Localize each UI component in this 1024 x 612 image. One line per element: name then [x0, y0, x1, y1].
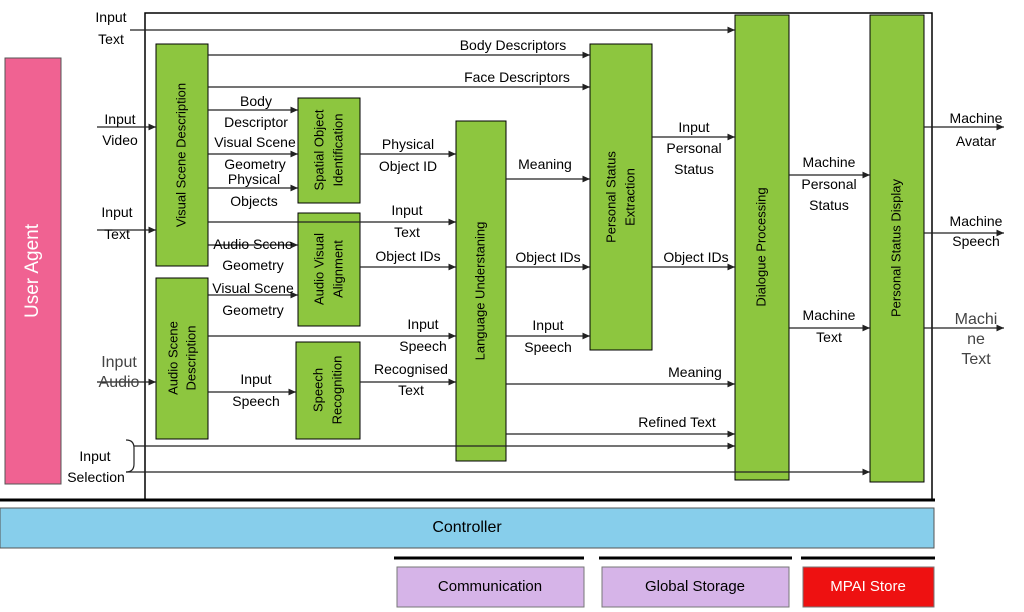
- signal-audio-scene-geometry-line1: Audio Scene: [213, 236, 293, 252]
- signal-input-text-lu-line2: Text: [394, 224, 420, 240]
- input-text-top-line2: Text: [98, 31, 124, 47]
- output-text-line1: Machi: [955, 311, 998, 328]
- signal-input-personal-status-line2: Personal: [666, 140, 721, 156]
- controller-label: Controller: [432, 519, 502, 536]
- controller-block: Controller: [0, 507, 935, 549]
- signal-physical-objects-line1: Physical: [228, 171, 280, 187]
- input-selection-line2: Selection: [67, 469, 125, 485]
- service-label: Global Storage: [645, 578, 745, 595]
- signal-input-personal-status-line3: Status: [674, 161, 714, 177]
- output-labels: Machine Avatar Machine Speech Machi ne T…: [950, 110, 1003, 368]
- signal-meaning-1: Meaning: [518, 156, 572, 172]
- signal-object-ids-2: Object IDs: [515, 249, 580, 265]
- signal-input-text-lu-line1: Input: [391, 202, 422, 218]
- module-speech-recognition: Speech Recognition: [295, 341, 361, 440]
- input-text-mid-line2: Text: [104, 226, 130, 242]
- output-speech-line1: Machine: [950, 213, 1003, 229]
- service-global-storage: Global Storage: [601, 566, 790, 608]
- module-label: Personal Status Display: [888, 178, 903, 317]
- signal-machine-personal-status-line3: Status: [809, 197, 849, 213]
- module-label: Audio Visual: [311, 233, 326, 305]
- input-text-mid-line1: Input: [101, 204, 132, 220]
- signal-input-speech-3-line2: Speech: [524, 339, 571, 355]
- connection-lines: [97, 26, 1004, 476]
- signal-input-speech-3-line1: Input: [532, 317, 563, 333]
- output-avatar-line1: Machine: [950, 110, 1003, 126]
- module-label: Speech: [310, 368, 325, 412]
- signal-input-speech-1-line2: Speech: [232, 393, 279, 409]
- user-agent-box: [4, 57, 62, 485]
- module-audio-visual-alignment: Audio Visual Alignment: [297, 212, 361, 327]
- signal-recognised-text-line1: Recognised: [374, 361, 448, 377]
- output-avatar-line2: Avatar: [956, 133, 997, 149]
- signal-refined-text: Refined Text: [638, 414, 716, 430]
- service-label: Communication: [438, 578, 542, 595]
- output-text-line3: Text: [961, 351, 991, 368]
- service-communication: Communication: [396, 566, 585, 608]
- signal-vs-geometry-2-line2: Geometry: [222, 302, 283, 318]
- input-labels: Input Text Input Video Input Text Input …: [67, 9, 139, 485]
- module-label: Visual Scene Description: [173, 83, 188, 227]
- signal-machine-text-mid-line1: Machine: [803, 307, 856, 323]
- controller-box: [0, 507, 935, 549]
- signal-object-ids-3: Object IDs: [663, 249, 728, 265]
- module-label: Identification: [330, 114, 345, 187]
- signal-face-descriptors: Face Descriptors: [464, 69, 570, 85]
- signal-vs-geometry-1-line2: Geometry: [224, 156, 285, 172]
- module-visual-scene-description: Visual Scene Description: [155, 43, 209, 267]
- module-audio-scene-description: Audio Scene Description: [155, 277, 209, 440]
- service-mpai-store: MPAI Store: [802, 566, 935, 608]
- module-label: Dialogue Processing: [753, 187, 768, 306]
- module-label: Spatial Object: [311, 109, 326, 190]
- output-speech-line2: Speech: [952, 233, 999, 249]
- input-video-line2: Video: [102, 132, 138, 148]
- signal-meaning-2: Meaning: [668, 364, 722, 380]
- module-label: Extraction: [622, 168, 637, 226]
- module-dialogue-processing: Dialogue Processing: [734, 14, 790, 481]
- module-label: Language Understaning: [472, 222, 487, 361]
- signal-audio-scene-geometry-line2: Geometry: [222, 257, 283, 273]
- user-agent-label: User Agent: [22, 223, 43, 318]
- signal-input-speech-2-line1: Input: [407, 316, 438, 332]
- signal-machine-personal-status-line1: Machine: [803, 154, 856, 170]
- module-personal-status-extraction: Personal Status Extraction: [589, 43, 653, 351]
- signal-input-speech-2-line2: Speech: [399, 338, 446, 354]
- service-label: MPAI Store: [830, 578, 906, 595]
- signal-vs-geometry-2-line1: Visual Scene: [212, 280, 294, 296]
- signal-vs-geometry-1-line1: Visual Scene: [214, 134, 296, 150]
- module-personal-status-display: Personal Status Display: [869, 14, 925, 483]
- module-language-understanding: Language Understaning: [455, 120, 507, 462]
- module-label: Alignment: [330, 240, 345, 298]
- input-audio-line1: Input: [101, 354, 137, 371]
- signal-physical-object-id-line2: Object ID: [379, 158, 437, 174]
- signal-labels: Body Descriptors Face Descriptors Body D…: [212, 37, 856, 430]
- output-text-line2: ne: [967, 331, 985, 348]
- signal-object-ids-1: Object IDs: [375, 248, 440, 264]
- signal-body-descriptor-line2: Descriptor: [224, 114, 288, 130]
- signal-machine-personal-status-line2: Personal: [801, 176, 856, 192]
- input-text-top-line1: Input: [95, 9, 126, 25]
- module-label: Personal Status: [603, 151, 618, 243]
- signal-body-descriptors: Body Descriptors: [460, 37, 567, 53]
- module-spatial-object-identification: Spatial Object Identification: [297, 97, 361, 204]
- input-audio-line2: Audio: [99, 374, 140, 391]
- signal-body-descriptor-line1: Body: [240, 93, 272, 109]
- input-selection-line1: Input: [79, 448, 110, 464]
- module-label: Description: [183, 325, 198, 390]
- signal-machine-text-mid-line2: Text: [816, 329, 842, 345]
- module-label: Recognition: [329, 356, 344, 425]
- signal-recognised-text-line2: Text: [398, 382, 424, 398]
- signal-input-personal-status-line1: Input: [678, 119, 709, 135]
- input-video-line1: Input: [104, 111, 135, 127]
- user-agent-block: User Agent: [4, 57, 62, 485]
- signal-input-speech-1-line1: Input: [240, 371, 271, 387]
- signal-physical-object-id-line1: Physical: [382, 136, 434, 152]
- module-label: Audio Scene: [165, 321, 180, 395]
- signal-physical-objects-line2: Objects: [230, 193, 277, 209]
